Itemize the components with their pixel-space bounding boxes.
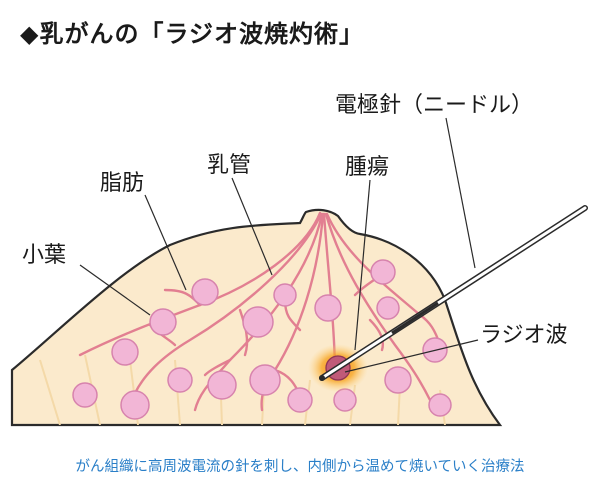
lobule <box>333 388 357 412</box>
lobule <box>149 308 177 336</box>
lobule <box>207 370 237 400</box>
lobule <box>314 294 342 322</box>
electrode-needle <box>319 205 588 381</box>
lobule <box>191 278 219 306</box>
duct-label: 乳管 <box>207 153 251 178</box>
lobule <box>111 338 139 366</box>
lobule <box>242 306 274 338</box>
rf-label: ラジオ波 <box>480 323 568 348</box>
lobule <box>384 366 412 394</box>
lobule <box>428 393 452 417</box>
lobule-label: 小葉 <box>22 243 66 268</box>
lobule <box>120 390 150 420</box>
duct-2 <box>128 212 323 407</box>
tumor-label: 腫瘍 <box>345 155 389 180</box>
lobule <box>72 382 98 408</box>
lobule <box>167 367 193 393</box>
lobule <box>370 259 396 285</box>
lobule <box>287 387 313 413</box>
electrode-label: 電極針（ニードル） <box>335 93 533 118</box>
duct-7 <box>325 212 442 347</box>
lobules <box>72 259 452 420</box>
page-title: ◆乳がんの「ラジオ波焼灼術」 <box>20 20 364 48</box>
fat-label: 脂肪 <box>100 171 144 196</box>
lobule <box>273 283 297 307</box>
lobule <box>376 296 400 320</box>
caption: がん組織に高周波電流の針を刺し、内側から温めて焼いていく治療法 <box>75 459 525 475</box>
lobule <box>249 364 281 396</box>
